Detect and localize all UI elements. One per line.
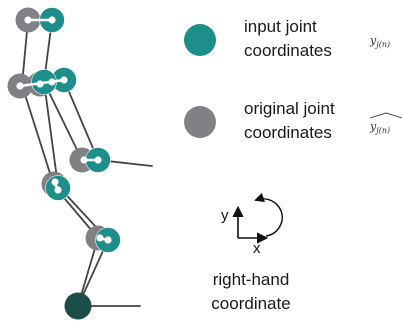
legend-input-symbol: yj(n) — [369, 34, 390, 49]
connector-dot — [16, 82, 24, 90]
bone — [43, 81, 59, 187]
y-axis-label: y — [221, 207, 229, 224]
legend-input-swatch — [184, 24, 216, 56]
coordinate-axes: y x — [221, 192, 283, 257]
connector-dots — [16, 16, 112, 244]
root-joint — [64, 292, 92, 320]
connector-dot — [104, 236, 112, 244]
connector-dot — [24, 16, 32, 24]
original-joints — [7, 7, 111, 251]
legend-input-symbol-sub: j(n) — [374, 40, 390, 49]
bone — [43, 81, 83, 161]
legend-original-line1: original joint — [244, 99, 335, 118]
connector-dot — [60, 76, 68, 84]
coordinate-caption-line2: coordinate — [211, 294, 290, 313]
x-axis-label: x — [253, 240, 261, 257]
legend-original-line2: coordinates — [244, 123, 332, 142]
legend-input-line2: coordinates — [244, 41, 332, 60]
connector-dot — [80, 156, 88, 164]
input-joints — [31, 7, 121, 253]
coordinate-caption-line1: right-hand — [213, 270, 290, 289]
connector-dot — [94, 156, 102, 164]
legend-original-symbol: yj(n) — [369, 120, 390, 135]
connector-dot — [36, 80, 44, 88]
joint-connectors — [18, 18, 110, 242]
connector-dot — [48, 78, 56, 86]
connector-dot — [96, 234, 104, 242]
bone — [63, 79, 99, 161]
legend-input: input joint coordinates yj(n) — [184, 17, 390, 60]
legend-original-hat — [369, 112, 402, 119]
legend-original-swatch — [184, 106, 216, 138]
connector-dot — [54, 186, 62, 194]
legend-original-symbol-sub: j(n) — [374, 126, 390, 135]
legend-original-symbol-base: y — [369, 120, 377, 133]
legend-input-line1: input joint — [244, 17, 317, 36]
legend-input-symbol-base: y — [369, 34, 377, 47]
rotation-arrow — [254, 192, 283, 237]
legend-original: original joint coordinates yj(n) — [184, 99, 402, 142]
connector-dot — [51, 178, 59, 186]
bone — [21, 84, 55, 187]
connector-dot — [48, 16, 56, 24]
